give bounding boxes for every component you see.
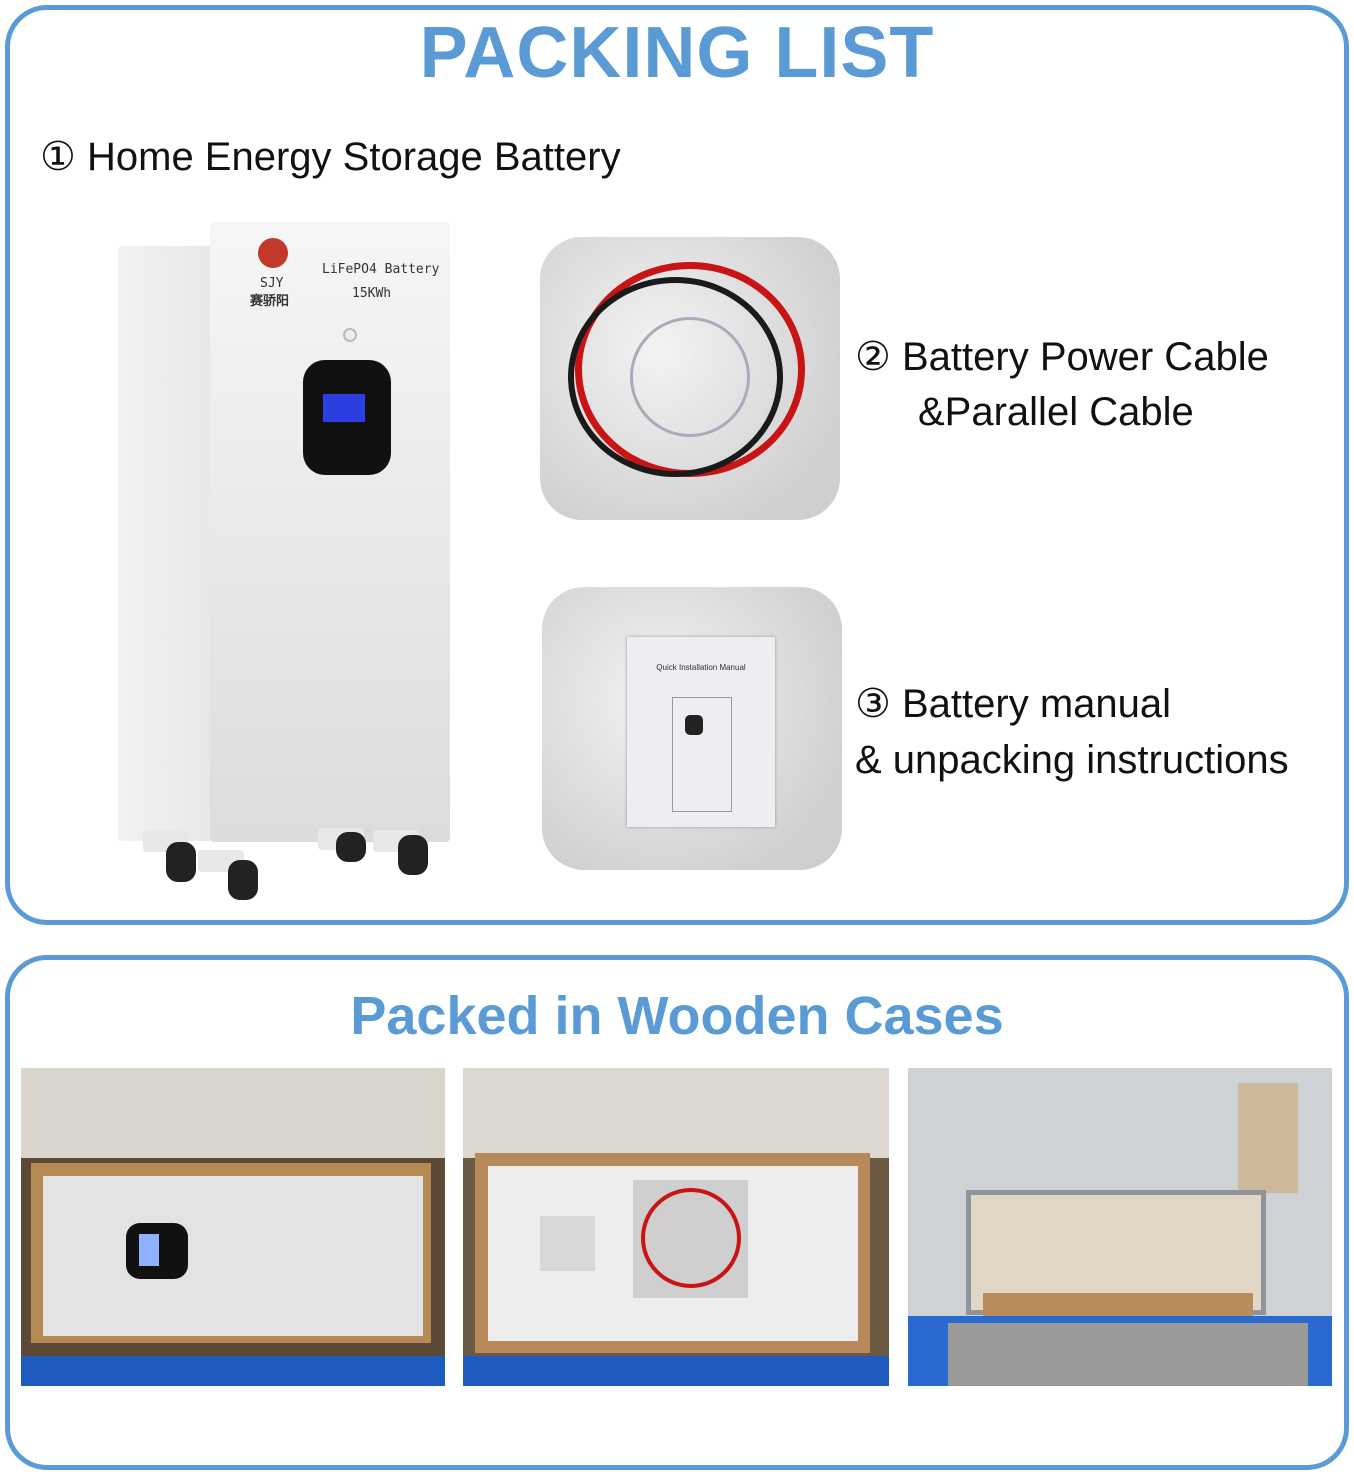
display-panel [303, 360, 391, 475]
wheel-icon [166, 842, 196, 882]
packing-list-title: PACKING LIST [419, 13, 935, 93]
item-2-text: Battery Power Cable [901, 335, 1269, 379]
crate-photo-foam [463, 1068, 889, 1386]
item-3-label-line2: & unpacking instructions [855, 738, 1289, 782]
power-button-icon [343, 328, 357, 342]
manual-heading: Quick Installation Manual [656, 663, 746, 672]
item-1-number: ① [40, 135, 76, 179]
crate-photo-closed [908, 1068, 1332, 1386]
cable-image [540, 237, 840, 520]
wheel-icon [228, 860, 258, 900]
item-2-label: ② Battery Power Cable [855, 334, 1269, 380]
wheel-icon [336, 832, 366, 862]
item-1-label: ① Home Energy Storage Battery [40, 134, 621, 180]
crate-photo-open [21, 1068, 445, 1386]
item-3-number: ③ [855, 682, 891, 726]
battery-side [118, 246, 210, 841]
model-text: LiFePO4 Battery [322, 262, 440, 277]
brand-logo [258, 238, 288, 268]
capacity-text: 15KWh [352, 286, 392, 301]
battery-image: SJY 赛骄阳 LiFePO4 Battery 15KWh [118, 220, 453, 910]
wheel-icon [398, 835, 428, 875]
brand-text: SJY [260, 276, 284, 291]
item-2-label-line2: &Parallel Cable [918, 390, 1194, 434]
item-3-text: Battery manual [901, 682, 1172, 726]
item-2-number: ② [855, 335, 891, 379]
item-1-text: Home Energy Storage Battery [86, 135, 621, 179]
wooden-cases-title: Packed in Wooden Cases [350, 986, 1004, 1046]
brand-cn-text: 赛骄阳 [250, 294, 290, 309]
manual-image: Quick Installation Manual [542, 587, 842, 870]
item-3-label: ③ Battery manual [855, 681, 1171, 727]
lcd-screen [323, 394, 365, 422]
battery-front: SJY 赛骄阳 LiFePO4 Battery 15KWh [210, 222, 450, 842]
